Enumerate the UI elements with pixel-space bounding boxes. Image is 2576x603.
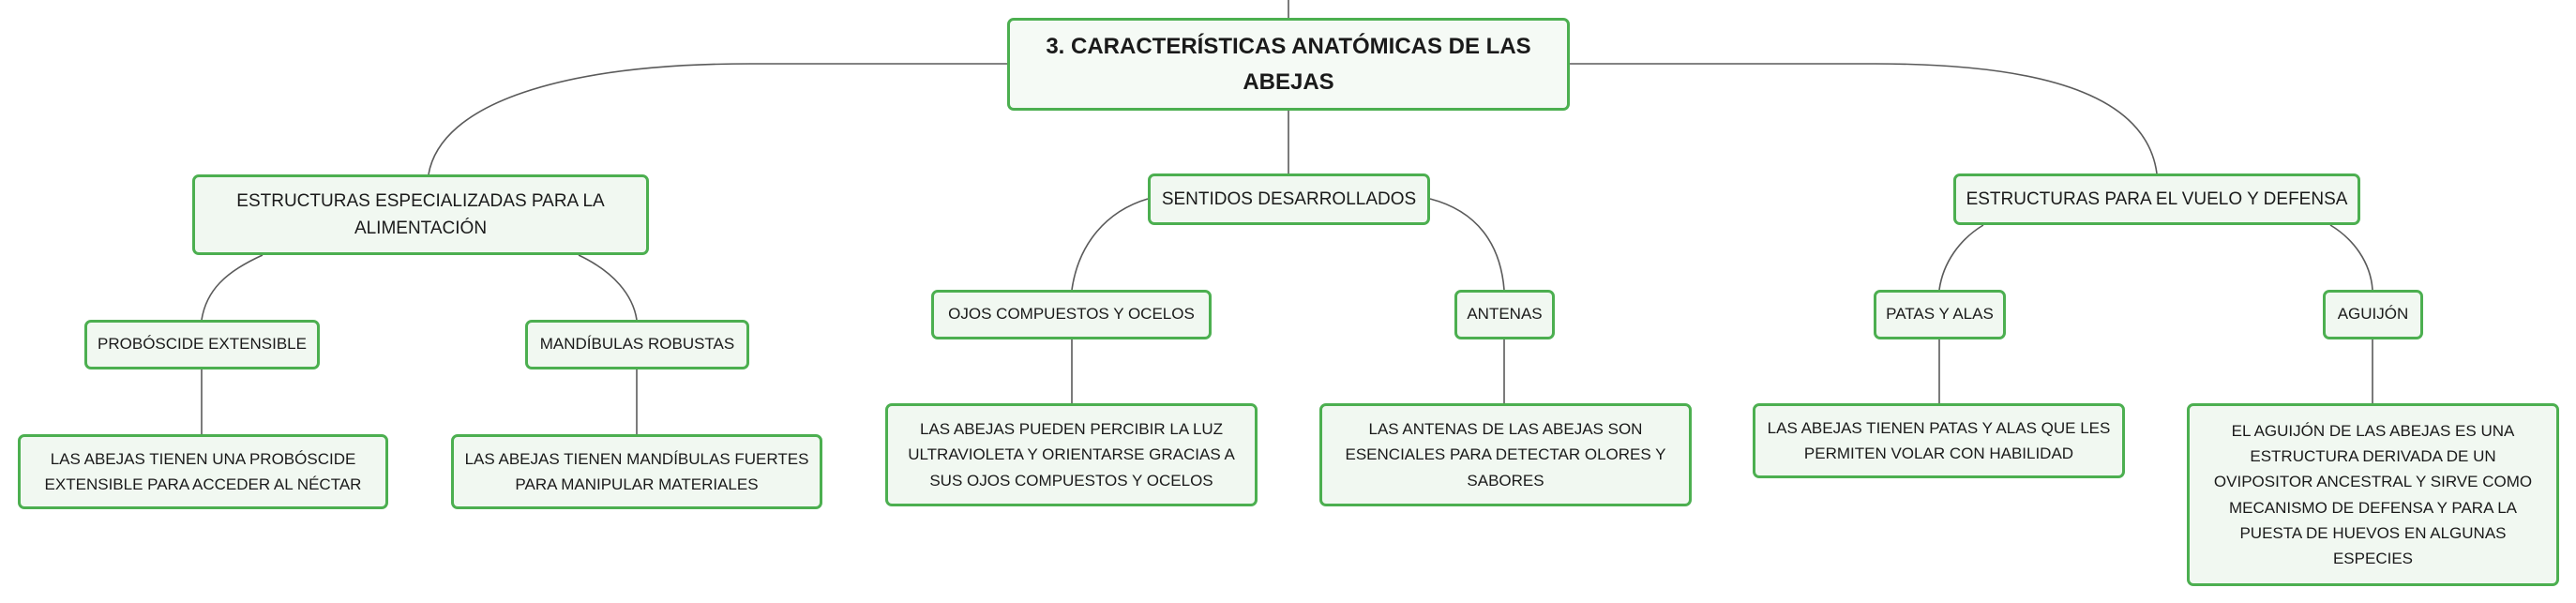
subtopic-label: AGUIJÓN: [2337, 305, 2409, 324]
connector-root-b1: [428, 63, 1007, 175]
subtopic-aguijon[interactable]: AGUIJÓN: [2323, 290, 2423, 339]
root-topic-label: 3. CARACTERÍSTICAS ANATÓMICAS DE LAS ABE…: [1046, 34, 1531, 95]
subtopic-proboscide[interactable]: PROBÓSCIDE EXTENSIBLE: [84, 320, 320, 369]
detail-text: LAS ABEJAS PUEDEN PERCIBIR LA LUZ ULTRAV…: [908, 420, 1235, 490]
detail-proboscide[interactable]: LAS ABEJAS TIENEN UNA PROBÓSCIDE EXTENSI…: [18, 434, 388, 509]
connector-root-b3: [1570, 63, 2158, 174]
branch-label: ESTRUCTURAS PARA EL VUELO Y DEFENSA: [1966, 188, 2348, 209]
branch-label: SENTIDOS DESARROLLADOS: [1161, 188, 1417, 209]
subtopic-label: ANTENAS: [1467, 305, 1543, 324]
subtopic-label: MANDÍBULAS ROBUSTAS: [539, 335, 735, 354]
connector-b3-c6: [2329, 224, 2373, 291]
detail-text: LAS ANTENAS DE LAS ABEJAS SON ESENCIALES…: [1345, 420, 1666, 490]
detail-text: LAS ABEJAS TIENEN UNA PROBÓSCIDE EXTENSI…: [44, 449, 362, 493]
subtopic-patas-alas[interactable]: PATAS Y ALAS: [1874, 290, 2006, 339]
branch-alimentacion[interactable]: ESTRUCTURAS ESPECIALIZADAS PARA LA ALIME…: [192, 174, 649, 255]
connector-b1-c1: [201, 254, 264, 321]
connector-b3-c5: [1938, 224, 1984, 291]
detail-aguijon[interactable]: EL AGUIJÓN DE LAS ABEJAS ES UNA ESTRUCTU…: [2187, 403, 2559, 586]
subtopic-label: PROBÓSCIDE EXTENSIBLE: [98, 335, 307, 354]
connector-b2-c3: [1071, 198, 1149, 291]
detail-antenas[interactable]: LAS ANTENAS DE LAS ABEJAS SON ESENCIALES…: [1319, 403, 1692, 506]
detail-mandibulas[interactable]: LAS ABEJAS TIENEN MANDÍBULAS FUERTES PAR…: [451, 434, 822, 509]
subtopic-label: OJOS COMPUESTOS Y OCELOS: [948, 305, 1195, 324]
connector-b2-c4: [1429, 198, 1505, 291]
connector-b1-c2: [578, 254, 638, 321]
detail-text: EL AGUIJÓN DE LAS ABEJAS ES UNA ESTRUCTU…: [2213, 421, 2533, 567]
subtopic-label: PATAS Y ALAS: [1886, 305, 1994, 324]
branch-label: ESTRUCTURAS ESPECIALIZADAS PARA LA ALIME…: [236, 190, 605, 238]
detail-ojos[interactable]: LAS ABEJAS PUEDEN PERCIBIR LA LUZ ULTRAV…: [885, 403, 1258, 506]
root-topic[interactable]: 3. CARACTERÍSTICAS ANATÓMICAS DE LAS ABE…: [1007, 18, 1570, 111]
detail-patas-alas[interactable]: LAS ABEJAS TIENEN PATAS Y ALAS QUE LES P…: [1753, 403, 2125, 478]
detail-text: LAS ABEJAS TIENEN PATAS Y ALAS QUE LES P…: [1767, 418, 2111, 462]
branch-sentidos[interactable]: SENTIDOS DESARROLLADOS: [1148, 173, 1430, 225]
branch-vuelo-defensa[interactable]: ESTRUCTURAS PARA EL VUELO Y DEFENSA: [1953, 173, 2360, 225]
subtopic-antenas[interactable]: ANTENAS: [1454, 290, 1555, 339]
detail-text: LAS ABEJAS TIENEN MANDÍBULAS FUERTES PAR…: [464, 449, 809, 493]
subtopic-ojos[interactable]: OJOS COMPUESTOS Y OCELOS: [931, 290, 1212, 339]
subtopic-mandibulas[interactable]: MANDÍBULAS ROBUSTAS: [525, 320, 749, 369]
